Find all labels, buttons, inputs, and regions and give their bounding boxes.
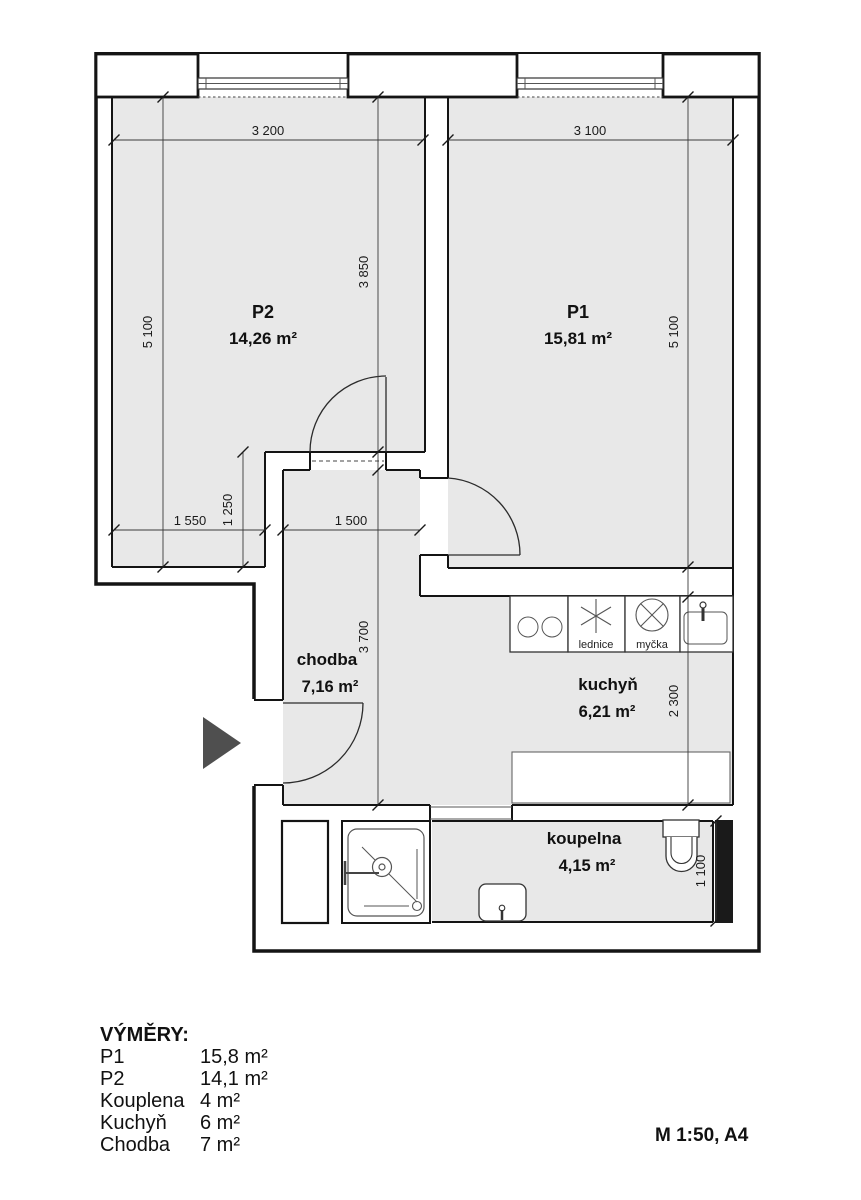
- legend-row-label-4: Chodba: [100, 1134, 171, 1156]
- wall-pier-right: [661, 52, 761, 99]
- window-2: [516, 77, 664, 90]
- cooktop-burner-2: [541, 616, 563, 638]
- fridge-label: lednice: [579, 639, 614, 651]
- dim-p2-left-height: 5 100: [140, 316, 155, 349]
- legend-row-label-1: P2: [100, 1068, 124, 1090]
- dim-p2-nook-width: 1 550: [174, 513, 207, 528]
- kitchen-counter: lednice myčka: [509, 595, 734, 653]
- dim-p2-inner-height: 3 850: [356, 256, 371, 289]
- room-floors: [112, 97, 733, 922]
- legend-row-value-4: 7 m²: [200, 1134, 240, 1156]
- dim-p1-right-height: 5 100: [666, 316, 681, 349]
- dim-koupelna-height: 1 100: [693, 855, 708, 888]
- shaft: [280, 819, 330, 925]
- toilet: [662, 819, 700, 873]
- dim-kuchyn-height: 2 300: [666, 685, 681, 718]
- dishwasher-symbol-icon: [635, 598, 669, 632]
- room-label-kuchyn: kuchyň: [578, 675, 638, 694]
- dim-chodba-width: 1 500: [335, 513, 368, 528]
- door-p2: [309, 375, 387, 453]
- door-p1: [447, 477, 521, 556]
- kitchen-cabinet: [511, 751, 731, 804]
- wall-pier-bathroom: [715, 820, 733, 923]
- legend: VÝMĚRY: P1 15,8 m² P2 14,1 m² Kouplena 4…: [100, 1022, 268, 1156]
- dishwasher: [624, 595, 681, 653]
- cooktop-burner-1: [517, 616, 539, 638]
- cooktop: [509, 595, 569, 653]
- legend-row-label-3: Kuchyň: [100, 1112, 167, 1134]
- legend-row-value-0: 15,8 m²: [200, 1046, 268, 1068]
- room-floor-chodba-kuchyn: [283, 470, 733, 805]
- room-floor-p1: [448, 97, 733, 568]
- fridge-symbol-icon: [580, 599, 612, 633]
- room-area-kuchyn: 6,21 m²: [579, 703, 636, 721]
- dim-p2-width: 3 200: [252, 123, 285, 138]
- dishwasher-label: myčka: [636, 639, 669, 651]
- dim-chodba-height: 3 700: [356, 621, 371, 654]
- room-area-koupelna: 4,15 m²: [559, 857, 616, 875]
- legend-row-value-3: 6 m²: [200, 1112, 240, 1134]
- room-floor-p2: [112, 97, 425, 567]
- legend-row-label-2: Kouplena: [100, 1090, 185, 1112]
- wall-pier-middle: [346, 52, 519, 99]
- entrance-arrow-icon: [203, 717, 241, 769]
- room-label-koupelna: koupelna: [547, 829, 622, 848]
- window-1: [197, 77, 349, 90]
- room-area-chodba: 7,16 m²: [302, 678, 359, 696]
- room-label-p1: P1: [567, 302, 589, 322]
- doors: [282, 375, 521, 784]
- dimension-ticks: [108, 91, 739, 927]
- wall-pier-left: [94, 52, 200, 99]
- scale-note: M 1:50, A4: [655, 1125, 749, 1146]
- room-area-p2: 14,26 m²: [229, 329, 297, 348]
- legend-row-label-0: P1: [100, 1046, 124, 1068]
- dimensions: 3 200 3 100 1 550 1 500 5 100 3 850 1 25…: [108, 91, 739, 927]
- room-label-chodba: chodba: [297, 650, 358, 669]
- washbasin: [478, 883, 527, 922]
- legend-title: VÝMĚRY:: [100, 1022, 189, 1046]
- shower: [341, 820, 431, 924]
- sink-tap-icon: [699, 601, 707, 621]
- washbasin-tap-icon: [498, 904, 506, 920]
- dim-p2-nook-height: 1 250: [220, 494, 235, 527]
- sink-basin: [683, 611, 728, 645]
- room-area-p1: 15,81 m²: [544, 329, 612, 348]
- legend-row-value-1: 14,1 m²: [200, 1068, 268, 1090]
- dim-p1-width: 3 100: [574, 123, 607, 138]
- room-label-p2: P2: [252, 302, 274, 322]
- legend-row-value-2: 4 m²: [200, 1090, 240, 1112]
- walls: [94, 52, 761, 953]
- door-entrance: [282, 702, 364, 784]
- room-labels: P2 14,26 m² P1 15,81 m² chodba 7,16 m² k…: [229, 302, 638, 875]
- shower-handle-icon: [343, 861, 379, 885]
- windows: [197, 77, 664, 90]
- shower-drain: [371, 856, 393, 878]
